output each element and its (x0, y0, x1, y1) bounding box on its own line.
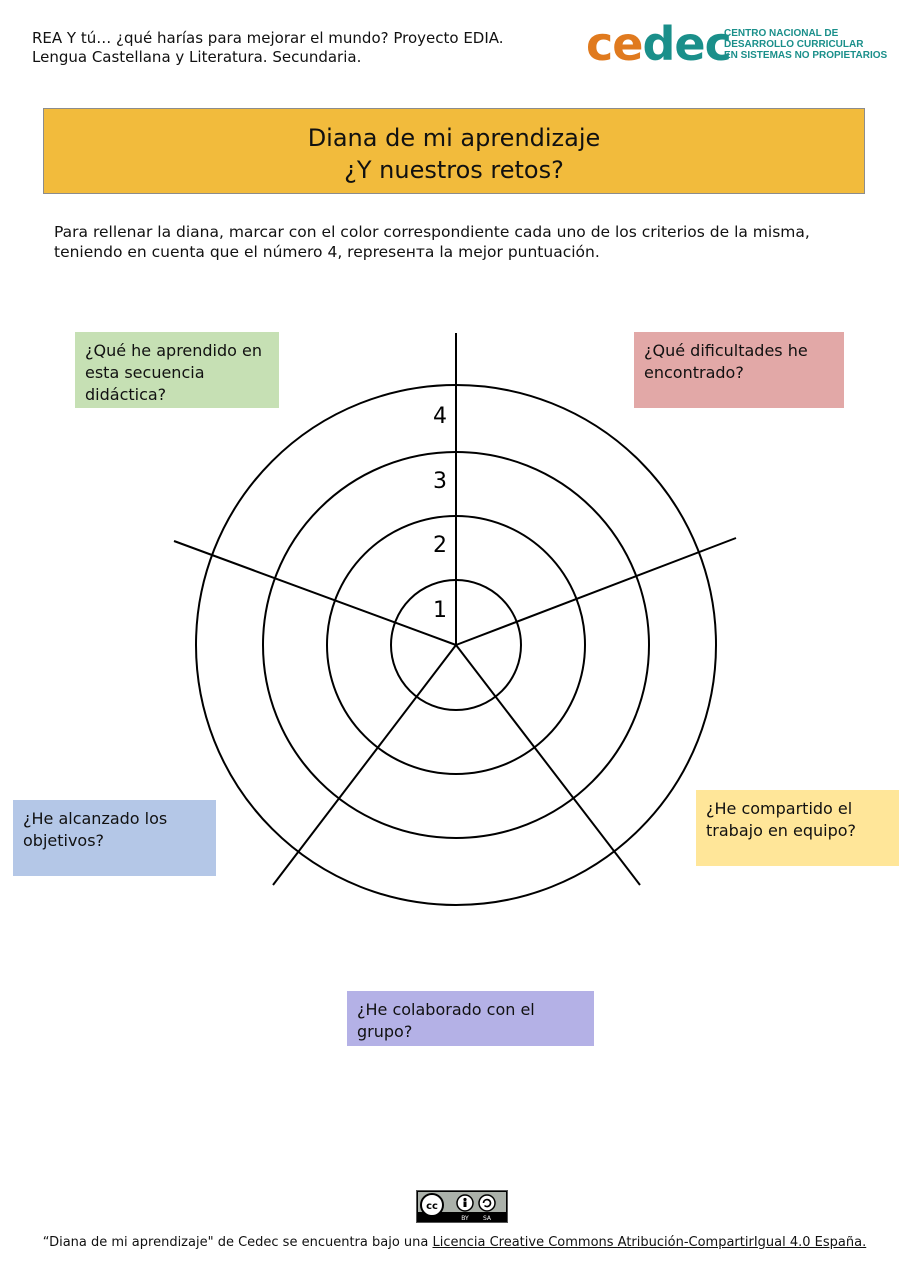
logo-subtitle: CENTRO NACIONAL DE DESARROLLO CURRICULAR… (724, 28, 887, 61)
logo-sub-line-2: DESARROLLO CURRICULAR (724, 39, 864, 50)
ring-label-1: 1 (433, 598, 447, 623)
svg-text:cc: cc (426, 1201, 438, 1212)
footer-text: “Diana de mi aprendizaje" de Cedec se en… (42, 1235, 433, 1250)
ring-label-3: 3 (433, 469, 447, 494)
ring-4 (195, 384, 717, 906)
cc-badge-graphic: cc BY SA (418, 1192, 506, 1222)
question-learned: ¿Qué he aprendido en esta secuencia didá… (75, 332, 279, 408)
logo-word-part1: ce (586, 17, 643, 71)
header-line-2: Lengua Castellana y Literatura. Secundar… (32, 48, 362, 66)
axis-line-right (455, 537, 737, 646)
axis-line-bottom-right (455, 644, 641, 886)
cedec-logo: cedec (586, 17, 732, 71)
instructions-text: Para rellenar la diana, marcar con el co… (54, 223, 810, 261)
logo-sub-line-1: CENTRO NACIONAL DE (724, 28, 839, 39)
header-line-1: REA Y tú… ¿qué harías para mejorar el mu… (32, 29, 504, 47)
ring-label-4: 4 (433, 404, 447, 429)
ring-3 (262, 451, 650, 839)
ring-2 (326, 515, 586, 775)
question-collaboration: ¿He colaborado con el grupo? (347, 991, 594, 1046)
license-link[interactable]: Licencia Creative Commons Atribución-Com… (432, 1235, 867, 1250)
axis-line-left (173, 540, 457, 646)
title-line-1: Diana de mi aprendizaje (307, 124, 601, 152)
cc-by-label: BY (461, 1215, 469, 1222)
ring-1 (390, 579, 522, 711)
axis-line-bottom-left (272, 644, 457, 886)
title-box: Diana de mi aprendizaje ¿Y nuestros reto… (43, 108, 865, 194)
question-objectives: ¿He alcanzado los objetivos? (13, 800, 216, 876)
question-teamwork: ¿He compartido el trabajo en equipo? (696, 790, 899, 866)
license-footer: “Diana de mi aprendizaje" de Cedec se en… (0, 1235, 909, 1251)
cc-sa-label: SA (483, 1215, 492, 1222)
logo-word-part2: dec (642, 17, 731, 71)
question-difficulties: ¿Qué dificultades he encontrado? (634, 332, 844, 408)
creative-commons-by-sa-icon[interactable]: cc BY SA (416, 1190, 508, 1223)
title-line-2: ¿Y nuestros retos? (344, 156, 564, 184)
logo-sub-line-3: EN SISTEMAS NO PROPIETARIOS (724, 50, 888, 61)
ring-label-2: 2 (433, 533, 447, 558)
